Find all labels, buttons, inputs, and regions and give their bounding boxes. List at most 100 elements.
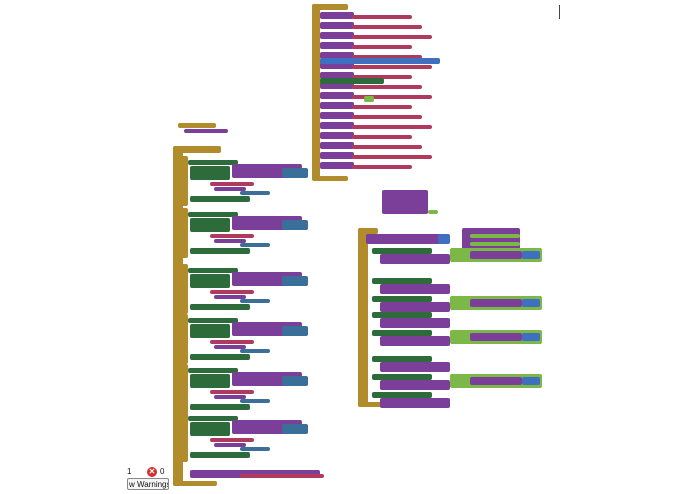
get-block[interactable] bbox=[282, 168, 308, 178]
call-block[interactable] bbox=[470, 377, 522, 385]
call-block[interactable] bbox=[380, 398, 450, 408]
event-handler-block[interactable] bbox=[173, 146, 183, 486]
math-block[interactable] bbox=[320, 58, 440, 64]
component-get-block[interactable] bbox=[240, 243, 270, 247]
text-block[interactable] bbox=[352, 55, 422, 59]
procedure-header[interactable] bbox=[312, 4, 348, 10]
text-block[interactable] bbox=[352, 25, 422, 29]
set-block[interactable] bbox=[372, 312, 432, 318]
set-block[interactable] bbox=[188, 160, 238, 165]
call-block[interactable] bbox=[470, 333, 522, 341]
set-block[interactable] bbox=[190, 324, 230, 338]
set-block[interactable] bbox=[190, 166, 230, 180]
math-block[interactable] bbox=[438, 234, 450, 244]
call-block[interactable] bbox=[320, 92, 354, 99]
call-block[interactable] bbox=[320, 142, 354, 149]
set-block[interactable] bbox=[190, 304, 250, 310]
procedure-block[interactable] bbox=[312, 4, 320, 180]
math-block[interactable] bbox=[522, 377, 540, 385]
call-block[interactable] bbox=[320, 152, 354, 159]
set-block[interactable] bbox=[190, 374, 230, 388]
get-block[interactable] bbox=[282, 424, 308, 434]
call-block[interactable] bbox=[320, 22, 354, 29]
component-get-block[interactable] bbox=[240, 447, 270, 451]
call-block[interactable] bbox=[320, 122, 354, 129]
call-block[interactable] bbox=[320, 62, 354, 69]
text-block[interactable] bbox=[210, 290, 254, 294]
call-block[interactable] bbox=[366, 234, 448, 244]
set-block[interactable] bbox=[188, 318, 238, 323]
get-block[interactable] bbox=[282, 326, 308, 336]
get-block[interactable] bbox=[282, 276, 308, 286]
call-block[interactable] bbox=[380, 380, 450, 390]
text-block[interactable] bbox=[352, 165, 412, 169]
event-handler-header[interactable] bbox=[358, 228, 378, 234]
set-block[interactable] bbox=[190, 248, 250, 254]
call-block[interactable] bbox=[470, 299, 522, 307]
call-block[interactable] bbox=[470, 251, 522, 259]
component-get-block[interactable] bbox=[240, 191, 270, 195]
get-block[interactable] bbox=[282, 220, 308, 230]
text-block[interactable] bbox=[352, 85, 422, 89]
text-block[interactable] bbox=[352, 75, 412, 79]
math-block[interactable] bbox=[522, 333, 540, 341]
set-block[interactable] bbox=[320, 78, 384, 84]
text-block[interactable] bbox=[210, 438, 254, 442]
logic-block[interactable] bbox=[470, 242, 520, 246]
event-handler-block[interactable] bbox=[358, 228, 368, 406]
call-block[interactable] bbox=[380, 302, 450, 312]
set-block[interactable] bbox=[188, 368, 238, 373]
text-block[interactable] bbox=[352, 135, 412, 139]
procedure-call-block[interactable] bbox=[214, 345, 246, 349]
call-block[interactable] bbox=[320, 12, 354, 19]
logic-block[interactable] bbox=[470, 234, 520, 238]
set-block[interactable] bbox=[190, 404, 250, 410]
call-block[interactable] bbox=[320, 132, 354, 139]
procedure-call-block[interactable] bbox=[214, 443, 246, 447]
set-block[interactable] bbox=[372, 356, 432, 362]
call-block[interactable] bbox=[320, 112, 354, 119]
procedure-call-block[interactable] bbox=[214, 187, 246, 191]
if-block[interactable] bbox=[180, 412, 188, 462]
set-block[interactable] bbox=[188, 212, 238, 217]
call-block[interactable] bbox=[380, 362, 450, 372]
set-block[interactable] bbox=[372, 278, 432, 284]
set-block[interactable] bbox=[372, 296, 432, 302]
set-block[interactable] bbox=[188, 416, 238, 421]
call-block[interactable] bbox=[320, 52, 354, 59]
text-block[interactable] bbox=[240, 474, 324, 478]
set-block[interactable] bbox=[190, 196, 250, 202]
set-block[interactable] bbox=[188, 268, 238, 273]
global-variable-block[interactable] bbox=[178, 123, 216, 128]
procedure-block[interactable] bbox=[382, 190, 428, 214]
component-get-block[interactable] bbox=[240, 399, 270, 403]
if-block[interactable] bbox=[180, 314, 188, 364]
if-block[interactable] bbox=[180, 264, 188, 314]
set-block[interactable] bbox=[190, 218, 230, 232]
error-x-icon[interactable]: ✕ bbox=[147, 467, 157, 477]
text-block[interactable] bbox=[210, 390, 254, 394]
math-block[interactable] bbox=[522, 251, 540, 259]
text-block[interactable] bbox=[352, 125, 432, 129]
if-block[interactable] bbox=[180, 364, 188, 414]
call-block[interactable] bbox=[320, 82, 354, 89]
logic-block[interactable] bbox=[364, 96, 374, 102]
set-block[interactable] bbox=[372, 248, 432, 254]
component-get-block[interactable] bbox=[240, 349, 270, 353]
text-block[interactable] bbox=[352, 145, 422, 149]
text-block[interactable] bbox=[352, 35, 432, 39]
call-block[interactable] bbox=[320, 42, 354, 49]
call-block[interactable] bbox=[380, 336, 450, 346]
text-block[interactable] bbox=[210, 182, 254, 186]
if-block[interactable] bbox=[180, 156, 188, 206]
procedure-call-block[interactable] bbox=[214, 239, 246, 243]
set-block[interactable] bbox=[190, 354, 250, 360]
set-block[interactable] bbox=[372, 374, 432, 380]
if-block[interactable] bbox=[180, 208, 188, 258]
call-block[interactable] bbox=[320, 32, 354, 39]
set-block[interactable] bbox=[190, 422, 230, 436]
math-block[interactable] bbox=[522, 299, 540, 307]
show-warnings-button[interactable]: w Warnings bbox=[127, 478, 169, 490]
call-block[interactable] bbox=[380, 254, 450, 264]
